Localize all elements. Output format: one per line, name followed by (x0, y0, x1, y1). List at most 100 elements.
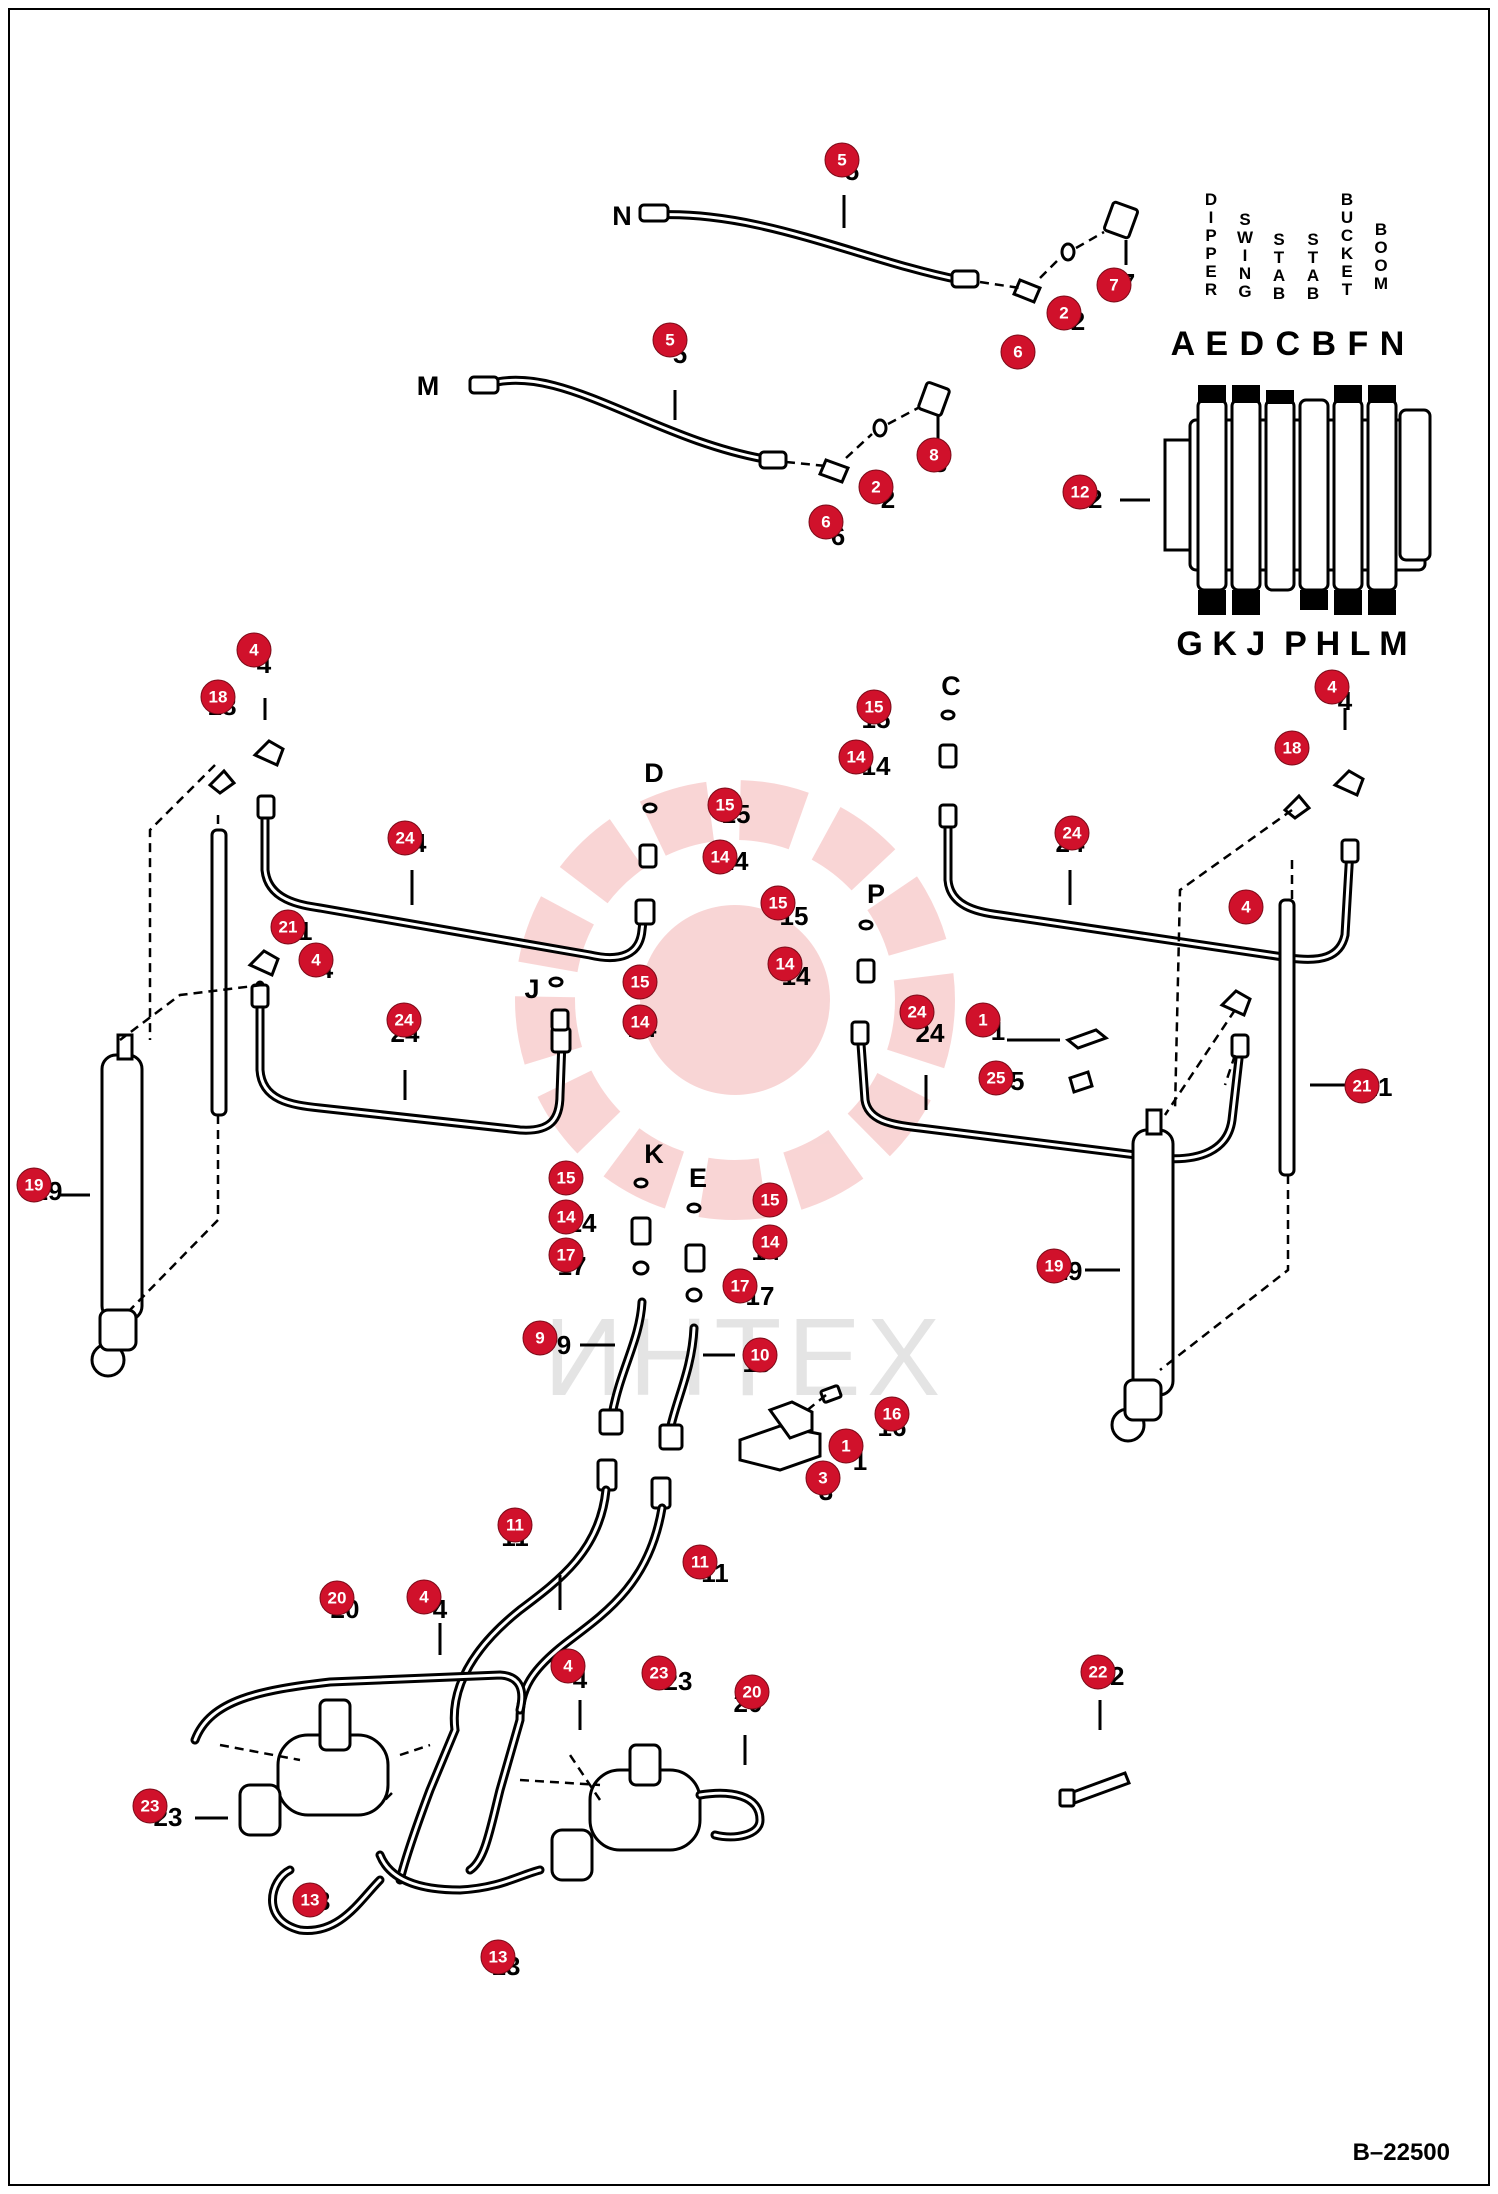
callout-marker-c-6-top[interactable] (1000, 334, 1036, 370)
callout-marker-c-14-j[interactable] (622, 1004, 658, 1040)
callout-marker-c-7[interactable] (1096, 267, 1132, 303)
callout-marker-c-11-l[interactable] (497, 1507, 533, 1543)
callout-c-1-bot[interactable]: 1 (828, 1428, 864, 1464)
callout-marker-c-21-l[interactable] (270, 909, 306, 945)
callout-marker-c-6-mid[interactable] (808, 504, 844, 540)
callout-marker-c-14-k[interactable] (548, 1199, 584, 1235)
callout-c-20-l[interactable]: 20 (319, 1580, 355, 1616)
callout-marker-c-8[interactable] (916, 437, 952, 473)
callout-marker-c-9[interactable] (522, 1320, 558, 1356)
callout-c-21-l[interactable]: 21 (270, 909, 306, 945)
callout-marker-c-18-l[interactable] (200, 679, 236, 715)
callout-marker-c-2-mid[interactable] (858, 469, 894, 505)
callout-marker-c-1-bot[interactable] (828, 1428, 864, 1464)
callout-marker-c-20-l[interactable] (319, 1580, 355, 1616)
callout-marker-c-24-ml[interactable] (386, 1002, 422, 1038)
callout-marker-c-15-c[interactable] (856, 689, 892, 725)
callout-c-4-ml[interactable]: 4 (298, 942, 334, 978)
callout-c-4-bl[interactable]: 4 (406, 1579, 442, 1615)
callout-c-13-r[interactable]: 13 (480, 1939, 516, 1975)
callout-marker-c-23-r[interactable] (641, 1655, 677, 1691)
callout-marker-c-10[interactable] (742, 1337, 778, 1373)
callout-c-4-tl[interactable]: 4 (236, 632, 272, 668)
callout-c-17-e[interactable]: 17 (722, 1268, 758, 1304)
callout-marker-c-4-tr[interactable] (1314, 669, 1350, 705)
callout-c-22[interactable]: 22 (1080, 1654, 1116, 1690)
callout-marker-c-5-top[interactable] (824, 142, 860, 178)
callout-marker-c-20-r[interactable] (734, 1674, 770, 1710)
callout-marker-c-4-mr[interactable] (1228, 889, 1264, 925)
callout-c-21-r[interactable]: 21 (1344, 1068, 1380, 1104)
callout-marker-c-11-r[interactable] (682, 1544, 718, 1580)
callout-c-15-d[interactable]: 15 (707, 787, 743, 823)
callout-marker-c-17-e[interactable] (722, 1268, 758, 1304)
callout-c-13-l[interactable]: 13 (292, 1882, 328, 1918)
callout-marker-c-15-k[interactable] (548, 1160, 584, 1196)
callout-marker-c-21-r[interactable] (1344, 1068, 1380, 1104)
callout-c-10[interactable]: 10 (742, 1337, 778, 1373)
callout-c-14-c[interactable]: 14 (838, 739, 874, 775)
callout-marker-c-22[interactable] (1080, 1654, 1116, 1690)
callout-marker-c-19-r[interactable] (1036, 1248, 1072, 1284)
callout-c-18-l[interactable]: 18 (200, 679, 236, 715)
callout-c-12[interactable]: 12 (1062, 474, 1098, 510)
callout-c-19-r[interactable]: 19 (1036, 1248, 1072, 1284)
callout-marker-c-14-e[interactable] (752, 1224, 788, 1260)
callout-c-24-tr[interactable]: 24 (1054, 815, 1090, 851)
callout-marker-c-4-tl[interactable] (236, 632, 272, 668)
callout-c-14-e[interactable]: 14 (752, 1224, 788, 1260)
callout-marker-c-4-bl[interactable] (406, 1579, 442, 1615)
callout-marker-c-13-l[interactable] (292, 1882, 328, 1918)
callout-c-15-e[interactable]: 15 (752, 1182, 788, 1218)
callout-marker-c-2-top[interactable] (1046, 295, 1082, 331)
callout-marker-c-18-r[interactable] (1274, 730, 1310, 766)
callout-marker-c-14-c[interactable] (838, 739, 874, 775)
callout-marker-c-14-p[interactable] (767, 946, 803, 982)
callout-marker-c-3[interactable] (805, 1460, 841, 1496)
callout-c-14-j[interactable]: 14 (622, 1004, 658, 1040)
callout-c-6-mid[interactable]: 6 (808, 504, 844, 540)
callout-c-24-mr[interactable]: 24 (899, 994, 935, 1030)
callout-marker-c-12[interactable] (1062, 474, 1098, 510)
callout-c-15-p[interactable]: 15 (760, 885, 796, 921)
callout-marker-c-5-mid[interactable] (652, 322, 688, 358)
callout-c-24-ml[interactable]: 24 (386, 1002, 422, 1038)
callout-marker-c-1-top[interactable] (965, 1002, 1001, 1038)
callout-marker-c-17-k[interactable] (548, 1237, 584, 1273)
callout-c-2-mid[interactable]: 2 (858, 469, 894, 505)
callout-marker-c-4-bm[interactable] (550, 1648, 586, 1684)
callout-marker-c-4-ml[interactable] (298, 942, 334, 978)
callout-c-18-r[interactable]: 18 (1274, 730, 1310, 766)
callout-c-9[interactable]: 9 (522, 1320, 558, 1356)
callout-c-1-top[interactable]: 1 (965, 1002, 1001, 1038)
callout-marker-c-23-l[interactable] (132, 1788, 168, 1824)
callout-marker-c-15-p[interactable] (760, 885, 796, 921)
callout-c-14-p[interactable]: 14 (767, 946, 803, 982)
callout-c-3[interactable]: 3 (805, 1460, 841, 1496)
callout-c-14-d[interactable]: 14 (702, 839, 738, 875)
callout-c-17-k[interactable]: 17 (548, 1237, 584, 1273)
callout-c-20-r[interactable]: 20 (734, 1674, 770, 1710)
callout-marker-c-24-tr[interactable] (1054, 815, 1090, 851)
callout-marker-c-13-r[interactable] (480, 1939, 516, 1975)
callout-c-15-c[interactable]: 15 (856, 689, 892, 725)
callout-c-4-mr[interactable]: 4 (1228, 889, 1264, 925)
callout-c-19-l[interactable]: 19 (16, 1167, 52, 1203)
callout-marker-c-24-tl[interactable] (387, 820, 423, 856)
callout-c-15-k[interactable]: 15 (548, 1160, 584, 1196)
callout-marker-c-15-j[interactable] (622, 964, 658, 1000)
callout-c-23-r[interactable]: 23 (641, 1655, 677, 1691)
callout-c-14-k[interactable]: 14 (548, 1199, 584, 1235)
callout-c-15-j[interactable]: 15 (622, 964, 658, 1000)
callout-c-11-l[interactable]: 11 (497, 1507, 533, 1543)
callout-c-2-top[interactable]: 2 (1046, 295, 1082, 331)
callout-c-24-tl[interactable]: 24 (387, 820, 423, 856)
callout-c-16[interactable]: 16 (874, 1396, 910, 1432)
callout-marker-c-25[interactable] (978, 1060, 1014, 1096)
callout-c-4-tr[interactable]: 4 (1314, 669, 1350, 705)
callout-marker-c-16[interactable] (874, 1396, 910, 1432)
callout-marker-c-24-mr[interactable] (899, 994, 935, 1030)
callout-marker-c-15-e[interactable] (752, 1182, 788, 1218)
callout-c-8[interactable]: 8 (916, 437, 952, 473)
callout-c-6-top[interactable]: 6 (1000, 334, 1036, 370)
